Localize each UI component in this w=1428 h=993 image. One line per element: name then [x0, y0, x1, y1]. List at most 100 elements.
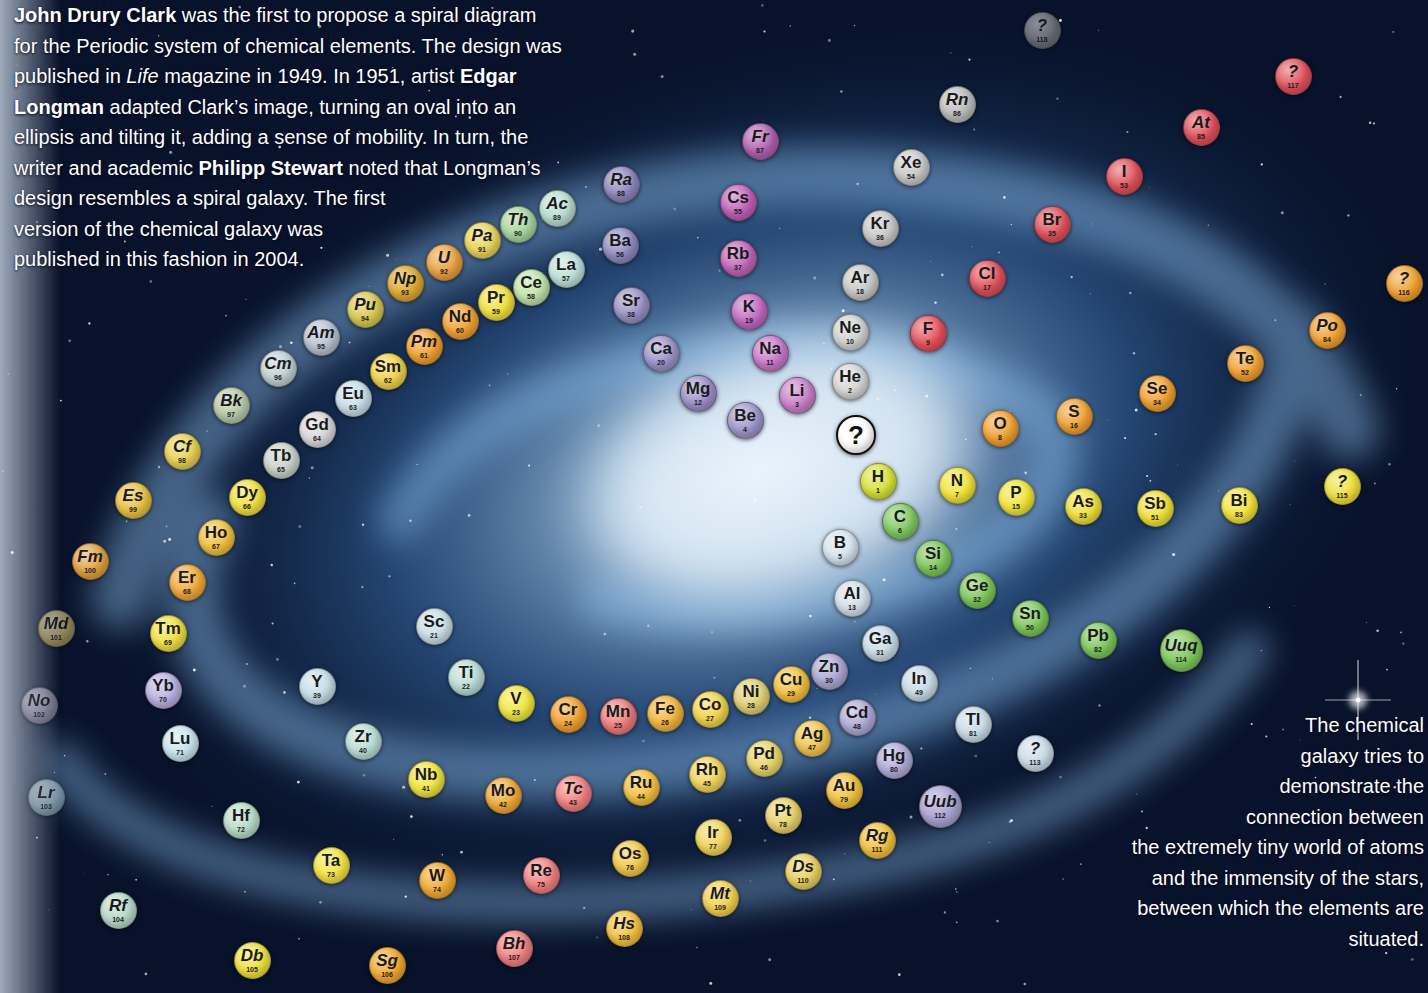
atomic-number: 57	[562, 275, 570, 282]
star	[1293, 460, 1295, 462]
star	[813, 276, 816, 279]
element-circle: Al13	[834, 580, 871, 617]
element-symbol: Pb	[1087, 627, 1109, 644]
element-circle: Si14	[915, 540, 952, 577]
element-circle: Ge32	[959, 572, 996, 609]
star	[809, 716, 811, 718]
element-circle: As 33	[1065, 488, 1102, 525]
element-symbol: Fe	[655, 700, 675, 717]
atomic-number: 97	[227, 411, 235, 418]
atomic-number: 111	[872, 846, 883, 853]
element-symbol: Eu	[342, 385, 364, 402]
atomic-number: 26	[661, 719, 669, 726]
star	[877, 398, 880, 401]
star	[992, 678, 993, 679]
atomic-number: 92	[440, 268, 448, 275]
star	[955, 888, 957, 890]
element-symbol: Te	[1236, 350, 1255, 367]
star	[1374, 483, 1376, 485]
star	[956, 891, 957, 892]
atomic-number: 51	[1151, 514, 1159, 521]
element-circle: Nb41	[408, 761, 445, 798]
element-circle: N7	[939, 467, 976, 504]
element-symbol: Ra	[610, 171, 632, 188]
star	[809, 615, 812, 618]
star	[283, 691, 286, 694]
star	[1107, 419, 1109, 421]
star	[596, 937, 598, 939]
star	[528, 465, 530, 467]
star	[409, 519, 412, 522]
element-symbol: F	[923, 320, 933, 337]
atomic-number: 96	[274, 374, 282, 381]
element-circle: Cr24	[550, 696, 587, 733]
element-circle: W74	[419, 862, 456, 899]
atomic-number: 117	[1287, 82, 1298, 89]
element-symbol: Nb	[415, 766, 438, 783]
atomic-number: 102	[33, 711, 45, 718]
star	[298, 525, 301, 528]
element-symbol: Cu	[780, 671, 803, 688]
star	[971, 246, 973, 248]
star	[83, 872, 85, 874]
element-circle: Co27	[692, 691, 729, 728]
star	[854, 621, 856, 623]
star	[739, 819, 742, 822]
atomic-number: 68	[183, 588, 191, 595]
element-circle: Li3	[779, 377, 816, 414]
star	[442, 854, 443, 855]
element-circle: Ba56	[602, 227, 639, 264]
star	[597, 424, 600, 427]
atomic-number: 91	[478, 246, 486, 253]
element-circle: Pt78	[765, 797, 802, 834]
star	[369, 286, 370, 287]
star	[243, 685, 246, 688]
star	[941, 274, 944, 277]
element-symbol: Mg	[686, 380, 711, 397]
atomic-number: 33	[1079, 512, 1087, 519]
element-symbol: Hg	[883, 747, 906, 764]
star	[969, 408, 971, 410]
star	[790, 25, 792, 27]
element-symbol: Ds	[792, 858, 814, 875]
atomic-number: 32	[973, 596, 981, 603]
element-circle: Rh45	[689, 756, 726, 793]
star	[1347, 214, 1349, 216]
element-symbol: As	[1072, 493, 1094, 510]
star	[349, 342, 351, 344]
element-circle: Sb51	[1137, 490, 1174, 527]
element-symbol: Fm	[77, 548, 103, 565]
star	[149, 280, 152, 283]
element-symbol: ?	[848, 422, 864, 448]
element-symbol: Ca	[650, 340, 672, 357]
atomic-number: 109	[714, 904, 726, 911]
element-symbol: Ru	[630, 774, 653, 791]
atomic-number: 94	[361, 315, 369, 322]
element-symbol: Cd	[846, 704, 869, 721]
star	[1146, 475, 1148, 477]
star	[1289, 504, 1290, 505]
star	[1148, 187, 1150, 189]
atomic-number: 54	[907, 173, 915, 180]
star	[1024, 472, 1027, 475]
atomic-number: 20	[657, 359, 665, 366]
star	[898, 973, 901, 976]
star	[1251, 723, 1253, 725]
star	[1092, 223, 1093, 224]
element-circle: Y39	[299, 668, 336, 705]
star	[1218, 490, 1220, 492]
star	[974, 754, 977, 757]
star	[1003, 196, 1006, 199]
star	[319, 901, 322, 904]
element-circle: Mo42	[485, 777, 522, 814]
text-wrap-shape	[1018, 710, 1424, 894]
atomic-number: 10	[846, 338, 854, 345]
element-symbol: O	[993, 415, 1006, 432]
element-symbol: Ne	[839, 319, 861, 336]
element-symbol: Ga	[869, 630, 892, 647]
star	[1062, 878, 1064, 880]
element-circle: At85	[1183, 109, 1220, 146]
star	[603, 423, 605, 425]
star	[1124, 437, 1126, 439]
element-circle: H1	[860, 463, 897, 500]
